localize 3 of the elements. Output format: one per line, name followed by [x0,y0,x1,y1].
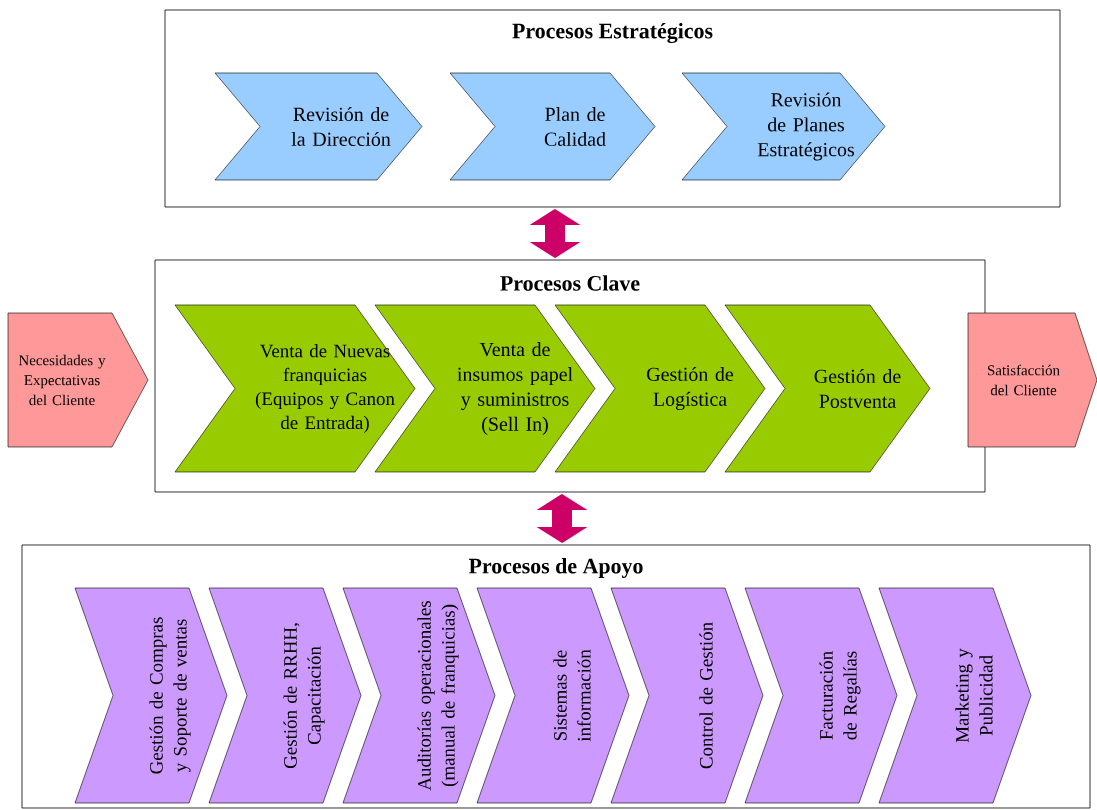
group-title: Procesos Clave [500,275,640,291]
group-title: Procesos Estratégicos [512,22,713,44]
group-title: Procesos de Apoyo [468,558,643,578]
